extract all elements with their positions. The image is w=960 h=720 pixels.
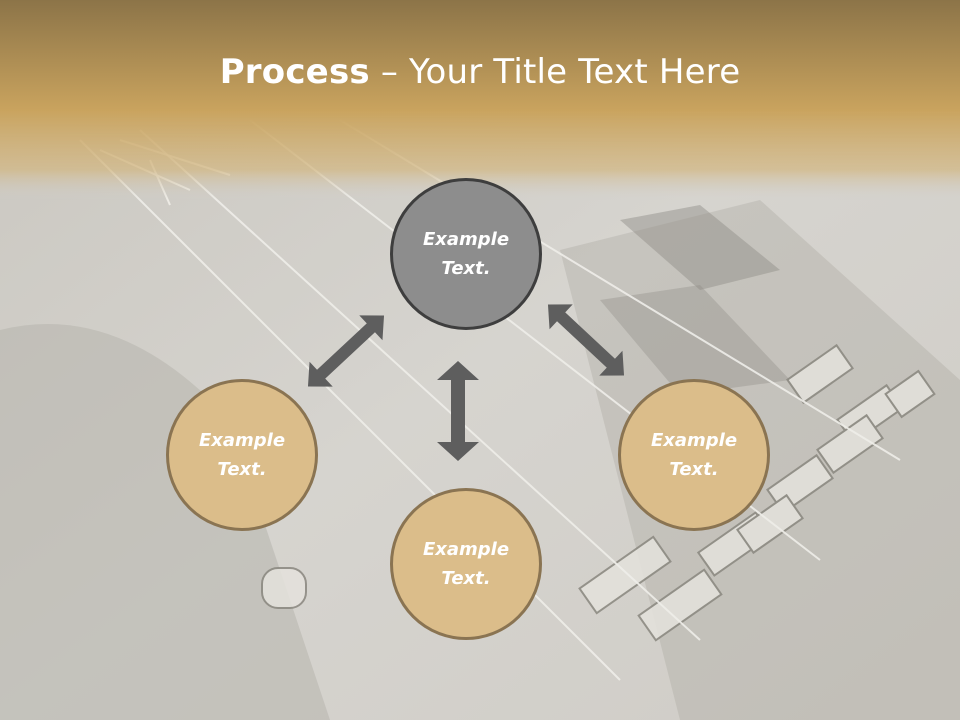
node-text-line1: Example <box>422 229 510 250</box>
node-text-line2: Text. <box>441 258 491 279</box>
double-arrow-top-left <box>307 315 385 387</box>
slide-title: Process – Your Title Text Here <box>0 52 960 92</box>
node-text-line1: Example <box>198 430 286 451</box>
node-text-line1: Example <box>422 539 510 560</box>
node-text-line2: Text. <box>441 568 491 589</box>
double-arrow-top-right <box>547 304 625 376</box>
title-bold-word: Process <box>219 52 370 92</box>
double-arrow-vertical <box>437 361 479 461</box>
node-text-line1: Example <box>650 430 738 451</box>
node-text-line2: Text. <box>217 459 267 480</box>
node-text-line2: Text. <box>669 459 719 480</box>
title-rest: – Your Title Text Here <box>369 52 741 92</box>
